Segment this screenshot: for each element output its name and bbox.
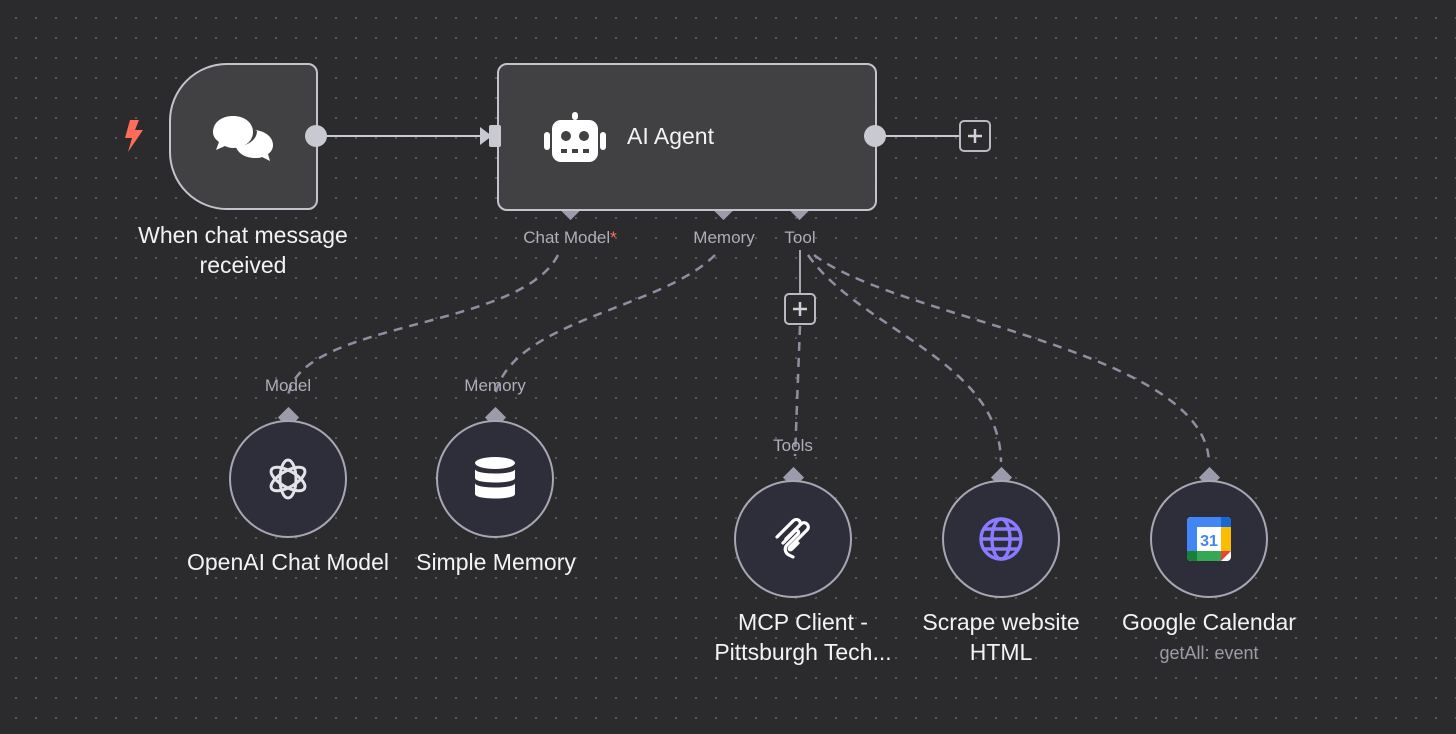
- trigger-output-handle[interactable]: [305, 125, 327, 147]
- openai-logo-icon: [269, 458, 307, 500]
- ai-agent-node[interactable]: AI Agent: [497, 63, 877, 211]
- agent-input-handle[interactable]: [489, 125, 501, 147]
- scrape-connection[interactable]: [806, 254, 1003, 463]
- mcp-label-line1: MCP Client -: [738, 609, 868, 635]
- mcp-label-line2: Pittsburgh Tech...: [714, 639, 892, 665]
- robot-icon: [544, 112, 606, 162]
- scrape-label: Scrape website HTML: [891, 607, 1111, 667]
- memory-input-label: Memory: [464, 376, 526, 395]
- chat-trigger-node[interactable]: [169, 63, 318, 210]
- lightning-bolt-icon: [125, 120, 143, 152]
- google-calendar-icon: 31: [1187, 517, 1231, 561]
- trigger-label-line1: When chat message: [138, 222, 348, 248]
- memory-connection[interactable]: [493, 254, 716, 397]
- tool-port-label: Tool: [784, 228, 816, 247]
- mcp-connection[interactable]: [793, 325, 802, 457]
- chat-model-port-label: Chat Model*: [508, 228, 632, 248]
- openai-label: OpenAI Chat Model: [186, 549, 389, 575]
- required-asterisk: *: [610, 228, 617, 247]
- chat-bubbles-icon: [213, 116, 273, 161]
- trigger-label: When chat message received: [113, 220, 373, 280]
- scrape-label-line1: Scrape website: [922, 609, 1080, 635]
- connection-arrow: [480, 127, 492, 145]
- database-icon: [475, 457, 515, 499]
- google-calendar-node[interactable]: 31: [1150, 480, 1268, 598]
- model-input-label: Model: [264, 376, 312, 395]
- memory-port-label: Memory: [693, 228, 755, 247]
- plus-icon: [793, 302, 807, 316]
- openai-chat-model-node[interactable]: [229, 420, 347, 538]
- tools-input-label: Tools: [773, 436, 813, 455]
- mcp-label: MCP Client - Pittsburgh Tech...: [683, 607, 923, 667]
- chat-model-text: Chat Model: [523, 228, 611, 247]
- model-connection[interactable]: [286, 254, 560, 397]
- agent-title: AI Agent: [627, 123, 714, 149]
- simple-memory-node[interactable]: [436, 420, 554, 538]
- mcp-logo-icon: [775, 518, 810, 559]
- plus-icon: [968, 129, 982, 143]
- google-calendar-sublabel: getAll: event: [1159, 643, 1259, 663]
- gcal-connection[interactable]: [813, 254, 1211, 463]
- google-calendar-label: Google Calendar: [1122, 609, 1296, 635]
- globe-icon: [979, 517, 1023, 561]
- scrape-website-node[interactable]: [942, 480, 1060, 598]
- calendar-day-text: 31: [1200, 533, 1218, 550]
- add-tool-button[interactable]: [784, 293, 816, 325]
- mcp-client-node[interactable]: [734, 480, 852, 598]
- agent-output-handle[interactable]: [864, 125, 886, 147]
- scrape-label-line2: HTML: [969, 639, 1033, 665]
- add-node-button[interactable]: [959, 120, 991, 152]
- trigger-label-line2: received: [199, 252, 287, 278]
- simple-memory-label: Simple Memory: [416, 549, 576, 575]
